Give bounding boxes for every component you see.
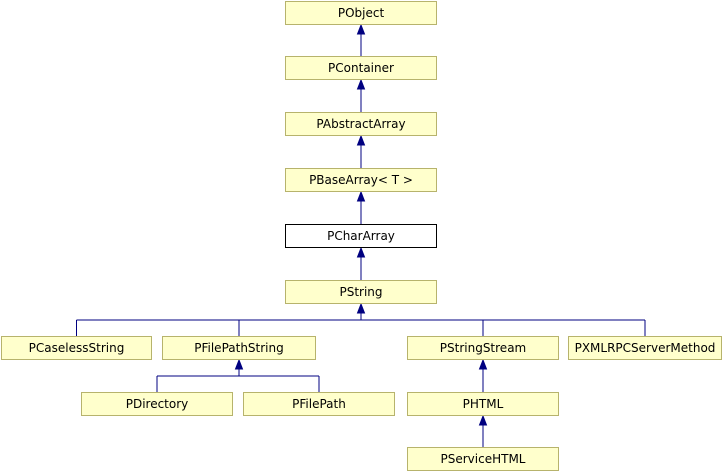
inheritance-arrowhead xyxy=(356,134,366,146)
class-node-phtml[interactable]: PHTML xyxy=(407,392,559,416)
class-node-pobject[interactable]: PObject xyxy=(285,1,437,25)
inheritance-arrowhead xyxy=(478,358,488,370)
class-node-pfilepathstring[interactable]: PFilePathString xyxy=(162,336,316,360)
class-node-pbasearray[interactable]: PBaseArray< T > xyxy=(285,168,437,192)
class-node-pstring[interactable]: PString xyxy=(285,280,437,304)
inheritance-arrowhead xyxy=(478,414,488,426)
inheritance-arrowhead xyxy=(356,302,366,314)
class-node-pcaselessstring[interactable]: PCaselessString xyxy=(1,336,152,360)
inheritance-arrowhead xyxy=(356,190,366,202)
inheritance-arrowhead xyxy=(356,246,366,258)
class-node-pfilepath[interactable]: PFilePath xyxy=(243,392,395,416)
inheritance-arrowhead xyxy=(234,358,244,370)
class-node-pcontainer[interactable]: PContainer xyxy=(285,56,437,80)
inheritance-arrowhead xyxy=(356,78,366,90)
class-node-pservicehtml[interactable]: PServiceHTML xyxy=(407,447,559,471)
class-node-pxmlrpcservermethod[interactable]: PXMLRPCServerMethod xyxy=(568,336,722,360)
inheritance-arrowhead xyxy=(356,23,366,35)
class-node-pabstractarray[interactable]: PAbstractArray xyxy=(285,112,437,136)
class-node-pstringstream[interactable]: PStringStream xyxy=(407,336,559,360)
class-node-pchararray-current: PCharArray xyxy=(285,224,437,248)
class-node-pdirectory[interactable]: PDirectory xyxy=(81,392,233,416)
